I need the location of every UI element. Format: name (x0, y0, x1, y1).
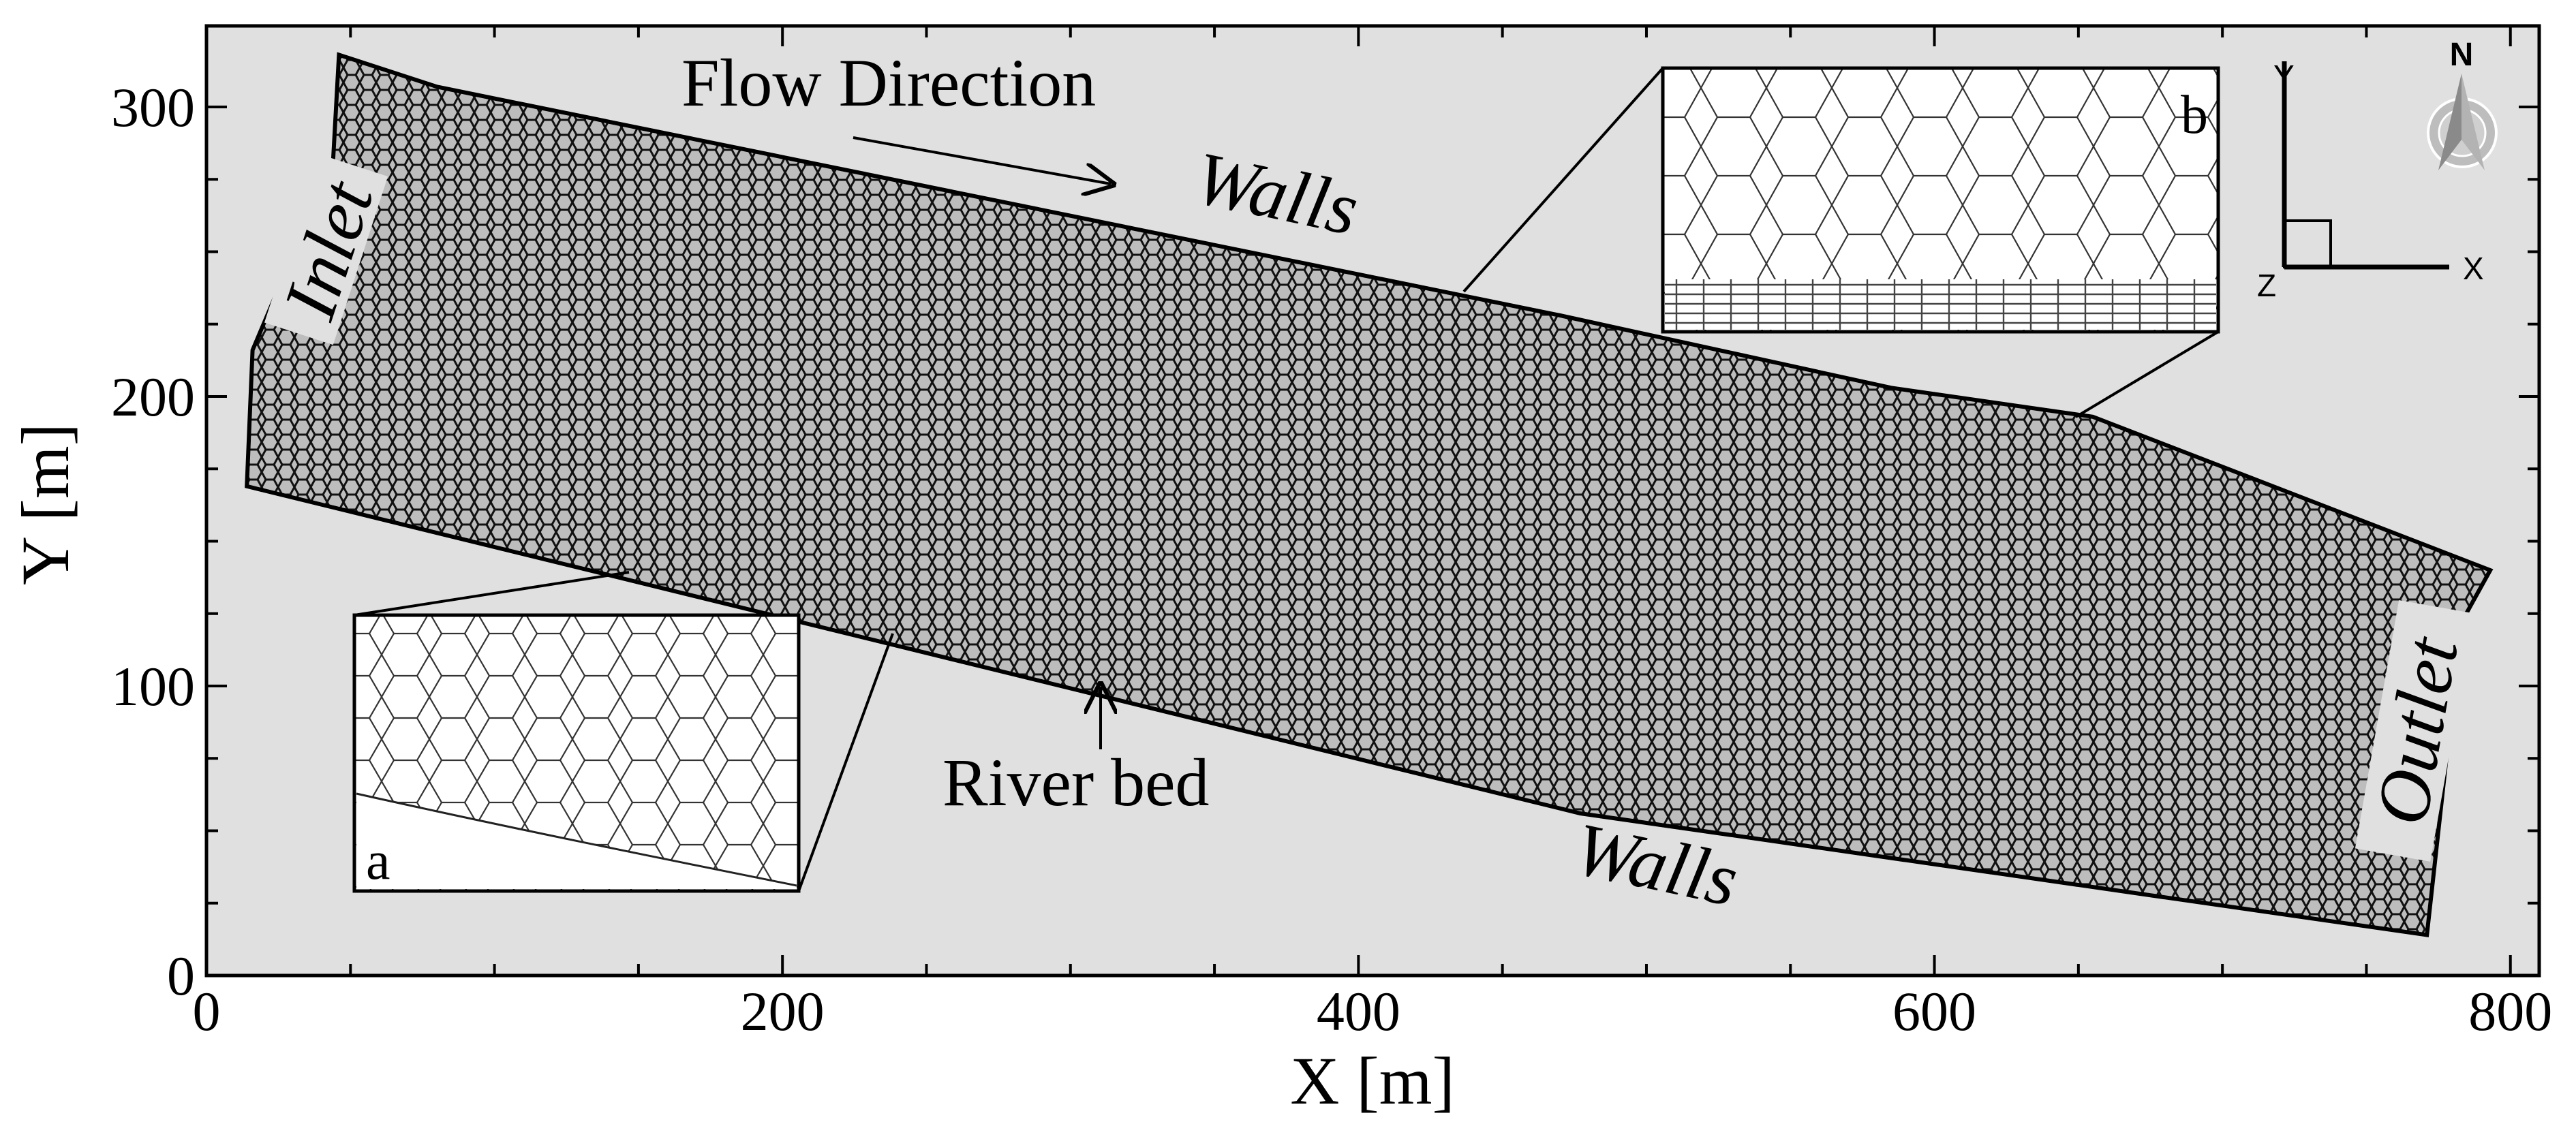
inset-b-leader (2074, 330, 2220, 418)
x-tick-label: 200 (741, 980, 825, 1042)
inset-b-leader (1462, 67, 1664, 293)
y-tick-label: 300 (111, 76, 195, 138)
flow-direction-arrow (853, 136, 1111, 184)
inset-a-letter: a (366, 831, 390, 891)
north-arrow-icon: N (2427, 37, 2498, 170)
triad-z-label: Z (2257, 268, 2276, 303)
x-tick-label: 600 (1892, 980, 1976, 1042)
inset-a-leader (797, 633, 894, 892)
y-tick-label: 0 (167, 945, 195, 1007)
axis-ticks (205, 26, 2539, 977)
inset-a: a (352, 571, 894, 893)
north-label: N (2450, 37, 2474, 73)
inset-b: b (1462, 66, 2220, 418)
y-axis-title: Y [m] (7, 423, 83, 585)
inset-a-leader (354, 571, 630, 617)
y-tick-label: 100 (111, 655, 195, 717)
x-tick-labels: 0 200 400 600 800 (193, 980, 2553, 1042)
x-tick-label: 400 (1317, 980, 1400, 1042)
flow-direction-label: Flow Direction (681, 45, 1096, 121)
x-tick-label: 0 (193, 980, 221, 1042)
river-bed-label: River bed (942, 745, 1210, 820)
triad-y-label: Y (2273, 59, 2295, 94)
axis-triad: Y X Z (2257, 59, 2484, 303)
x-axis-title: X [m] (1290, 1043, 1455, 1119)
inset-b-letter: b (2181, 85, 2208, 145)
triad-x-label: X (2463, 251, 2484, 286)
y-tick-labels: 0 100 200 300 (111, 76, 195, 1007)
y-tick-label: 200 (111, 366, 195, 428)
x-tick-label: 800 (2468, 980, 2552, 1042)
